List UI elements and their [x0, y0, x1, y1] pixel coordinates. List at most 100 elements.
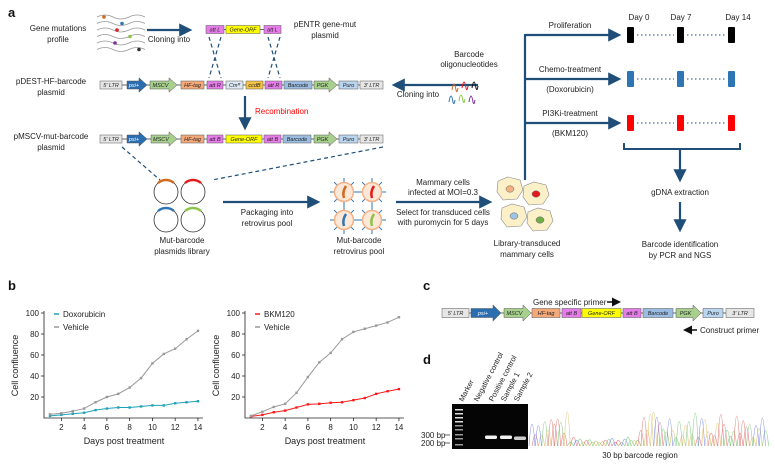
- sample-band: [500, 435, 512, 439]
- sample-bar: [728, 27, 735, 43]
- construct-element-hf-tag: HF-tag: [531, 308, 561, 318]
- selection-label: Select for transduced cells: [396, 208, 490, 217]
- pentr-label-2: plasmid: [311, 31, 339, 40]
- data-point: [117, 392, 120, 396]
- data-point: [374, 324, 378, 327]
- data-point: [272, 405, 275, 409]
- construct-element-mscv: MSCV: [503, 304, 532, 322]
- axes: [43, 311, 203, 419]
- data-point: [295, 406, 298, 409]
- data-point: [352, 330, 355, 334]
- data-point: [386, 321, 389, 324]
- construct-element-puro: Puro: [702, 308, 724, 318]
- y-tick-label: 80: [231, 330, 240, 339]
- data-point: [82, 407, 86, 410]
- marker-band: [455, 413, 463, 415]
- svg-text:ccdB: ccdB: [248, 83, 261, 89]
- data-point: [185, 338, 188, 341]
- svg-text:MSCV: MSCV: [153, 83, 170, 89]
- data-point: [340, 401, 344, 404]
- sequencing-chromatogram: [528, 411, 769, 447]
- construct-element-psi-: psi+: [470, 304, 502, 322]
- x-tick-label: 12: [372, 423, 381, 432]
- construct-element-ccdb: ccdB: [245, 80, 264, 90]
- barcode-oligos-label: Barcode: [454, 50, 484, 59]
- svg-text:att B: att B: [626, 311, 638, 317]
- retrovirus-pool-label-2: retrovirus pool: [334, 247, 385, 256]
- construct-element-mscv: MSCV: [150, 131, 178, 147]
- infection-label-2: infected at MOI=0.3: [408, 188, 479, 197]
- svg-text:att R: att R: [268, 83, 280, 89]
- data-point: [261, 410, 264, 413]
- series-doxorubicin: [48, 400, 200, 418]
- svg-text:HF-tag: HF-tag: [184, 137, 202, 143]
- data-point: [363, 327, 366, 330]
- x-tick-label: 6: [105, 423, 110, 432]
- size-300bp: 300 bp: [421, 431, 446, 440]
- barcode-id-label: Barcode identification: [642, 240, 719, 249]
- treatment-branches: ProliferationChemo-treatment(Doxorubicin…: [525, 21, 735, 138]
- svg-text:Gene-ORF: Gene-ORF: [231, 137, 259, 143]
- data-point: [173, 347, 177, 350]
- size-200bp: 200 bp: [421, 439, 446, 448]
- series-vehicle: [48, 329, 200, 416]
- axes: [244, 311, 404, 419]
- construct-element-mscv: MSCV: [149, 77, 178, 93]
- marker-band: [455, 434, 463, 436]
- sample-bar: [728, 71, 735, 87]
- svg-text:psi+: psi+: [128, 83, 140, 89]
- x-tick-label: 14: [394, 423, 403, 432]
- svg-text:att B: att B: [566, 311, 578, 317]
- data-point: [249, 414, 253, 418]
- construct-element-psi-: psi+: [126, 131, 148, 147]
- construct-element-barcode: Barcode: [283, 80, 313, 90]
- x-tick-label: 10: [349, 423, 358, 432]
- y-tick-label: 80: [30, 330, 39, 339]
- data-point: [196, 329, 200, 333]
- plasmid-library-icon: [153, 178, 206, 233]
- y-tick-label: 60: [30, 351, 39, 360]
- series-line: [49, 400, 198, 417]
- svg-text:3' LTR: 3' LTR: [732, 311, 748, 317]
- marker-band: [455, 429, 463, 431]
- panel-label-d: d: [423, 352, 431, 367]
- branch-sublabel: (Doxorubicin): [546, 85, 594, 94]
- data-point: [117, 406, 120, 409]
- construct-element-barcode: Barcode: [282, 134, 312, 144]
- marker-band: [455, 417, 463, 419]
- branch-label: Proliferation: [549, 21, 592, 30]
- data-point: [196, 400, 200, 403]
- data-point: [105, 407, 109, 410]
- y-tick-label: 20: [231, 393, 240, 402]
- construct-element-5-ltr: 5' LTR: [99, 134, 123, 144]
- data-point: [139, 376, 143, 380]
- data-point: [283, 409, 287, 412]
- x-tick-label: 12: [171, 423, 180, 432]
- panel-label-a: a: [8, 5, 16, 20]
- marker-band: [455, 409, 463, 411]
- day-label-0: Day 0: [629, 13, 650, 22]
- data-point: [272, 411, 275, 414]
- marker-band: [455, 438, 463, 440]
- svg-text:Barcode: Barcode: [288, 83, 309, 89]
- data-point: [386, 390, 389, 393]
- construct-element-pgk: PGK: [313, 77, 338, 93]
- svg-text:Cmᴿ: Cmᴿ: [229, 82, 241, 89]
- y-tick-label: 100: [26, 309, 40, 318]
- construct-element-gene-orf: Gene-ORF: [581, 308, 622, 318]
- svg-text:att B: att B: [267, 137, 279, 143]
- gene-mutations-label-2: profile: [47, 35, 69, 44]
- data-point: [139, 405, 143, 408]
- sample-bar: [677, 71, 684, 87]
- data-point: [397, 387, 401, 391]
- pmscv-label: pMSCV-mut-barcode: [14, 132, 89, 141]
- data-point: [71, 409, 74, 413]
- construct-element-psi-: psi+: [126, 77, 148, 93]
- svg-text:PGK: PGK: [317, 137, 329, 143]
- svg-text:5' LTR: 5' LTR: [103, 137, 119, 143]
- construct-element-pgk: PGK: [675, 304, 702, 322]
- y-tick-label: 40: [231, 372, 240, 381]
